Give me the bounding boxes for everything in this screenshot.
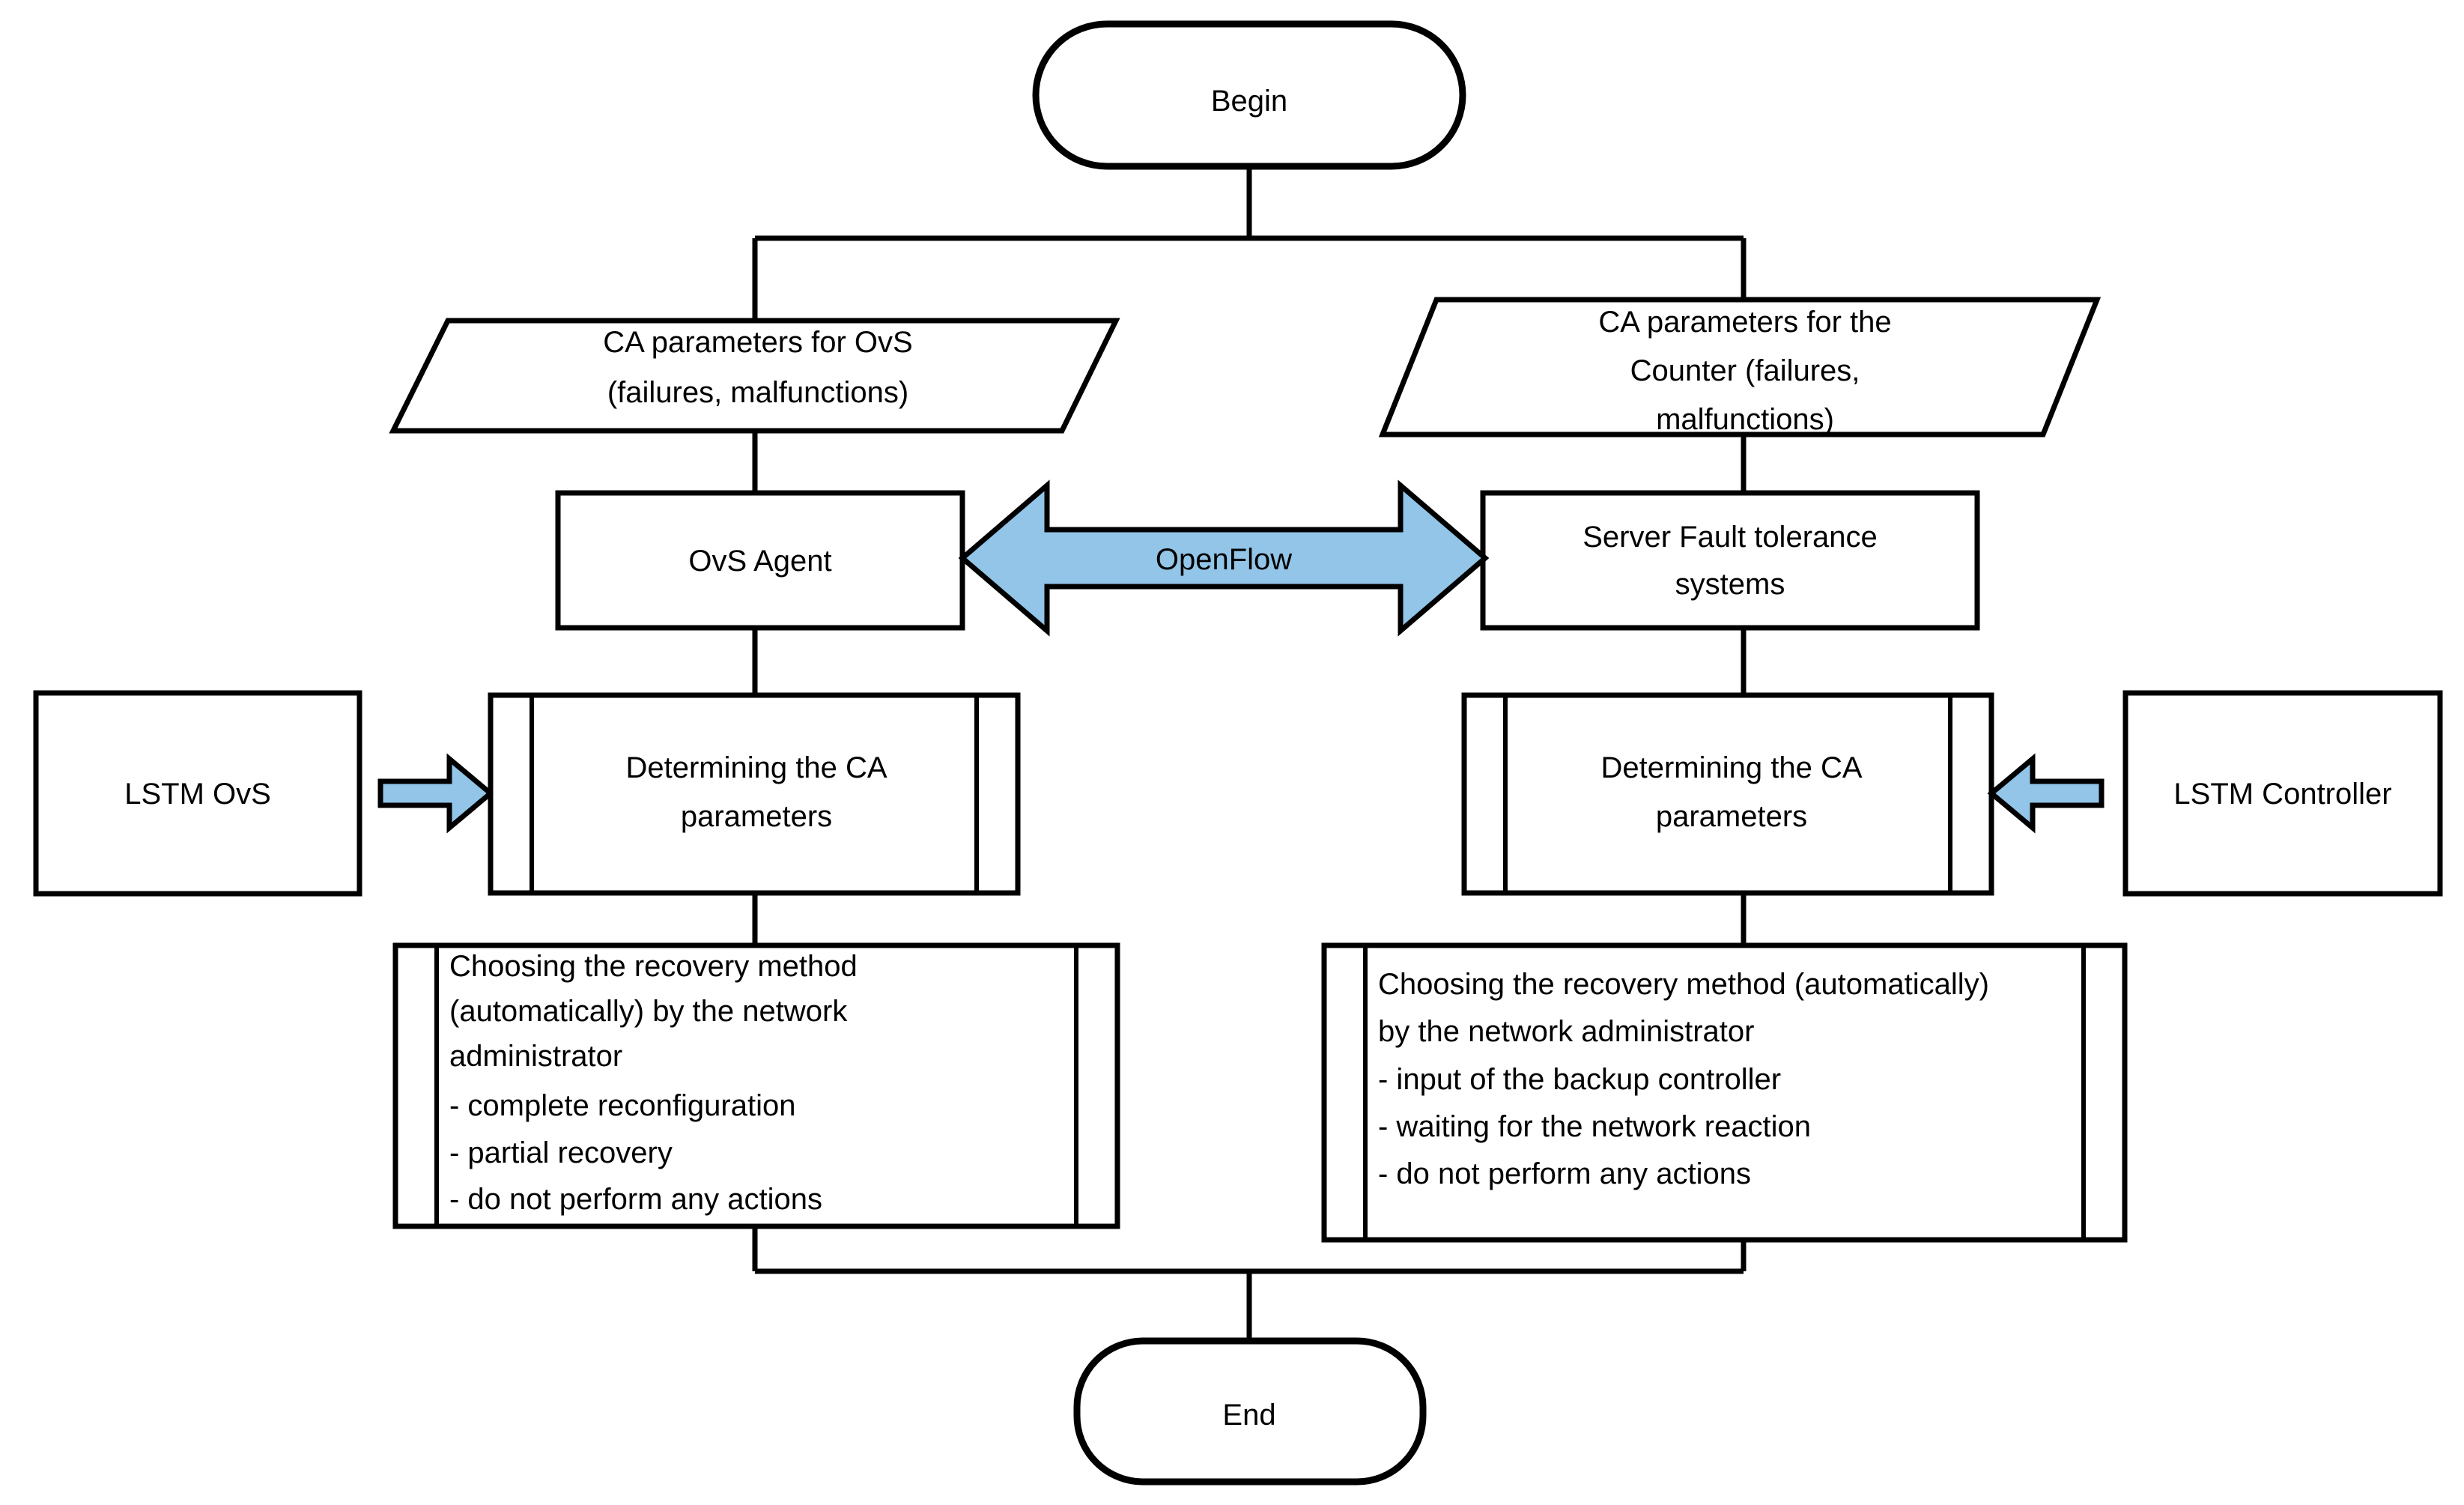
input-left-line-2: (failures, malfunctions)	[607, 376, 908, 409]
openflow-label: OpenFlow	[1156, 543, 1292, 576]
recovery-left-line-3: administrator	[449, 1040, 622, 1073]
lstm-ovs-label: LSTM OvS	[124, 778, 271, 811]
input-right-shape	[1378, 297, 2102, 437]
recovery-left-line-1: Choosing the recovery method	[449, 950, 858, 983]
determine-left-line-2: parameters	[681, 800, 832, 833]
node-end[interactable]: End	[1073, 1337, 1427, 1486]
node-server-fault-tolerance[interactable]: Server Fault tolerance systems	[1480, 490, 1980, 631]
node-lstm-ovs[interactable]: LSTM OvS	[33, 690, 362, 897]
server-fault-shape	[1480, 490, 1980, 631]
recovery-left-shape	[392, 942, 1120, 1229]
recovery-left-line-4: - complete reconfiguration	[449, 1089, 795, 1122]
lstm-ovs-arrow-shape	[377, 753, 495, 834]
end-label: End	[1222, 1399, 1275, 1432]
determine-right-line-1: Determining the CA	[1600, 751, 1862, 784]
lstm-controller-label: LSTM Controller	[2173, 778, 2391, 811]
node-recovery-right[interactable]: Choosing the recovery method (automatica…	[1321, 942, 2128, 1243]
lstm-controller-arrow-shape	[1987, 753, 2105, 834]
ovs-agent-shape	[555, 490, 965, 631]
connector-lstm-ovs-arrow[interactable]	[377, 753, 495, 834]
node-lstm-controller[interactable]: LSTM Controller	[2122, 690, 2443, 897]
input-right-line-3: malfunctions)	[1656, 403, 1834, 436]
input-right-line-2: Counter (failures,	[1630, 354, 1860, 387]
node-determine-left[interactable]: Determining the CA parameters	[488, 692, 1021, 896]
input-left-shape	[389, 318, 1120, 434]
recovery-left-line-6: - do not perform any actions	[449, 1183, 822, 1216]
connector-lstm-controller-arrow[interactable]	[1987, 753, 2105, 834]
recovery-right-shape	[1321, 942, 2128, 1243]
determine-right-shape	[1461, 692, 1994, 896]
node-input-right[interactable]: CA parameters for the Counter (failures,…	[1378, 297, 2102, 437]
connector-lines	[752, 165, 1747, 1341]
recovery-right-line-5: - do not perform any actions	[1378, 1157, 1751, 1190]
recovery-right-line-3: - input of the backup controller	[1378, 1063, 1781, 1096]
node-begin[interactable]: Begin	[1032, 20, 1466, 170]
recovery-left-line-5: - partial recovery	[449, 1136, 673, 1169]
recovery-right-line-1: Choosing the recovery method (automatica…	[1378, 968, 1989, 1001]
node-input-left[interactable]: CA parameters for OvS (failures, malfunc…	[389, 318, 1120, 434]
connector-openflow[interactable]: OpenFlow	[958, 479, 1490, 637]
begin-label: Begin	[1211, 85, 1287, 118]
lstm-ovs-shape	[33, 690, 362, 897]
server-fault-line-1: Server Fault tolerance	[1583, 521, 1878, 554]
determine-left-shape	[488, 692, 1021, 896]
recovery-left-line-2: (automatically) by the network	[449, 995, 848, 1028]
node-determine-right[interactable]: Determining the CA parameters	[1461, 692, 1994, 896]
ovs-agent-label: OvS Agent	[688, 545, 831, 578]
lstm-controller-shape	[2122, 690, 2443, 897]
node-ovs-agent[interactable]: OvS Agent	[555, 490, 965, 631]
determine-left-line-1: Determining the CA	[625, 751, 887, 784]
end-shape	[1073, 1337, 1427, 1486]
begin-shape	[1032, 20, 1466, 170]
node-recovery-left[interactable]: Choosing the recovery method (automatica…	[392, 942, 1120, 1229]
determine-right-line-2: parameters	[1656, 800, 1807, 833]
server-fault-line-2: systems	[1675, 568, 1785, 601]
openflow-arrow-shape	[958, 479, 1490, 637]
recovery-right-line-2: by the network administrator	[1378, 1015, 1754, 1048]
recovery-right-line-4: - waiting for the network reaction	[1378, 1110, 1811, 1143]
input-left-line-1: CA parameters for OvS	[603, 326, 912, 359]
input-right-line-1: CA parameters for the	[1598, 306, 1891, 339]
